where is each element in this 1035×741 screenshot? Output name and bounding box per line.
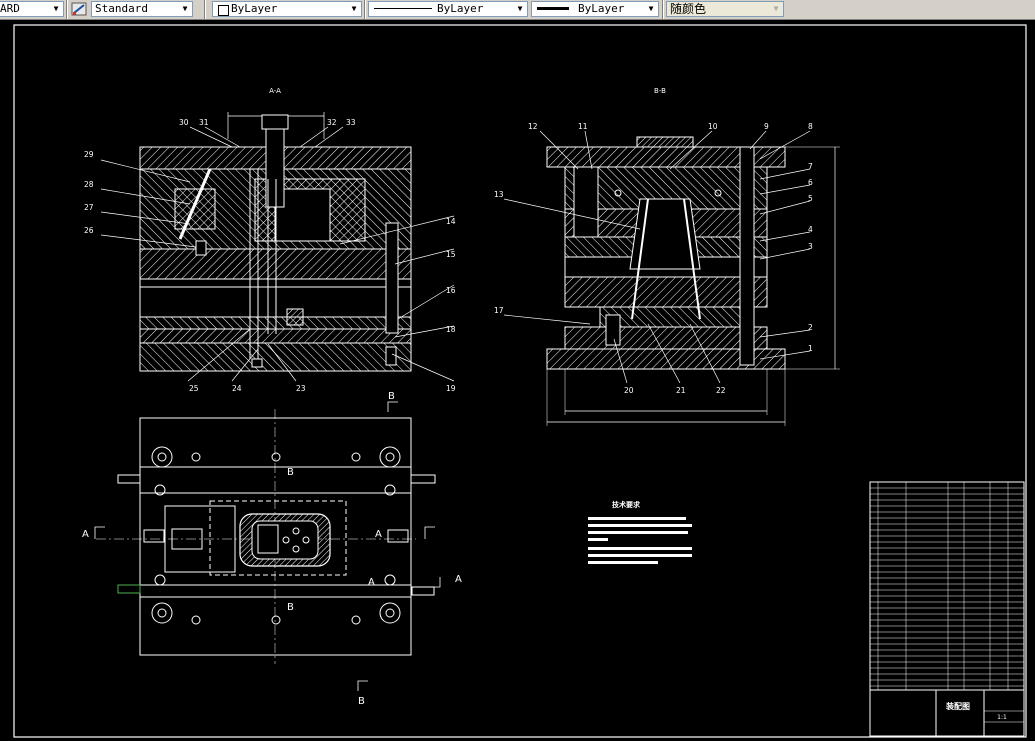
callout-label: 26 bbox=[84, 226, 94, 235]
chevron-down-icon[interactable]: ▼ bbox=[182, 4, 188, 13]
callout-label: 15 bbox=[446, 250, 456, 259]
callout-label: 28 bbox=[84, 180, 94, 189]
callout-label: 25 bbox=[189, 384, 199, 393]
chevron-down-icon[interactable]: ▼ bbox=[351, 4, 357, 13]
section-label: B bbox=[287, 602, 294, 613]
callout-label: 14 bbox=[446, 217, 456, 226]
callout-label: 1 bbox=[808, 344, 813, 353]
lineweight-value: ByLayer bbox=[578, 2, 625, 15]
chevron-down-icon[interactable]: ▼ bbox=[773, 4, 779, 13]
title-block: 装配图 1:1 bbox=[869, 481, 1025, 737]
drawing-name: 装配图 bbox=[945, 701, 970, 711]
toolbar-separator bbox=[66, 0, 68, 19]
section-label: A bbox=[455, 574, 462, 585]
callout-label: 27 bbox=[84, 203, 94, 212]
callout-label: 23 bbox=[296, 384, 306, 393]
chevron-down-icon[interactable]: ▼ bbox=[517, 4, 523, 13]
callout-label: 30 bbox=[179, 118, 189, 127]
callout-label: 19 bbox=[446, 384, 456, 393]
section-label: A bbox=[368, 577, 375, 588]
tech-title: 技术要求 bbox=[612, 500, 641, 509]
callout-label: 6 bbox=[808, 178, 813, 187]
callout-label: 20 bbox=[624, 386, 634, 395]
section-a-view: A-A bbox=[84, 87, 456, 393]
callout-label: 3 bbox=[808, 242, 813, 251]
callout-label: 32 bbox=[327, 118, 337, 127]
section-b-view: B-B bbox=[494, 87, 840, 426]
callout-label: 17 bbox=[494, 306, 504, 315]
section-label: A bbox=[82, 529, 89, 540]
callout-label: 12 bbox=[528, 122, 538, 131]
callout-label: 24 bbox=[232, 384, 242, 393]
linetype-dropdown[interactable]: ByLayer ▼ bbox=[368, 1, 528, 17]
linetype-preview-icon bbox=[374, 8, 432, 9]
toolbar-separator bbox=[204, 0, 206, 19]
chevron-down-icon[interactable]: ▼ bbox=[648, 4, 654, 13]
color-swatch-icon bbox=[218, 5, 229, 16]
callout-label: 5 bbox=[808, 194, 813, 203]
layer-color-value: ByLayer bbox=[231, 2, 278, 15]
plot-style-value: 随颜色 bbox=[670, 2, 707, 16]
sheet-border bbox=[13, 24, 1027, 738]
toolbar-separator bbox=[364, 0, 366, 19]
section-label: B bbox=[388, 391, 395, 402]
section-label: A bbox=[375, 529, 382, 540]
callout-label: 18 bbox=[446, 325, 456, 334]
section-b-title: B-B bbox=[654, 87, 666, 95]
section-label: B bbox=[287, 467, 294, 478]
layer-color-dropdown[interactable]: ByLayer ▼ bbox=[212, 1, 362, 17]
callout-label: 4 bbox=[808, 225, 813, 234]
lineweight-dropdown[interactable]: ByLayer ▼ bbox=[531, 1, 659, 17]
text-style-value: ARD bbox=[0, 2, 20, 15]
drawing-canvas[interactable]: A-A bbox=[0, 19, 1035, 741]
technical-notes: 技术要求 bbox=[588, 500, 692, 564]
callout-label: 9 bbox=[764, 122, 769, 131]
dim-style-icon[interactable] bbox=[71, 1, 88, 17]
chevron-down-icon[interactable]: ▼ bbox=[53, 4, 59, 13]
linetype-value: ByLayer bbox=[437, 2, 484, 15]
drawing-number: 1:1 bbox=[997, 714, 1007, 721]
callout-label: 16 bbox=[446, 286, 456, 295]
callout-label: 22 bbox=[716, 386, 726, 395]
text-style-dropdown[interactable]: ARD ▼ bbox=[0, 1, 64, 17]
plot-style-dropdown[interactable]: 随颜色 ▼ bbox=[666, 1, 784, 17]
callout-label: 33 bbox=[346, 118, 356, 127]
dim-style-value: Standard bbox=[95, 2, 148, 15]
callout-label: 29 bbox=[84, 150, 94, 159]
callout-label: 21 bbox=[676, 386, 686, 395]
properties-toolbar: ARD ▼ Standard ▼ ByLayer ▼ ByLayer ▼ ByL… bbox=[0, 0, 1035, 20]
section-label: B bbox=[358, 696, 365, 707]
callout-label: 7 bbox=[808, 162, 813, 171]
callout-label: 8 bbox=[808, 122, 813, 131]
callout-label: 13 bbox=[494, 190, 504, 199]
callout-label: 2 bbox=[808, 323, 813, 332]
section-a-title: A-A bbox=[269, 87, 281, 95]
callout-label: 31 bbox=[199, 118, 209, 127]
dim-style-dropdown[interactable]: Standard ▼ bbox=[91, 1, 193, 17]
plan-view: A A A A B B B B bbox=[82, 391, 462, 707]
callout-label: 10 bbox=[708, 122, 718, 131]
lineweight-preview-icon bbox=[537, 7, 569, 10]
toolbar-separator bbox=[662, 0, 664, 19]
callout-label: 11 bbox=[578, 122, 588, 131]
